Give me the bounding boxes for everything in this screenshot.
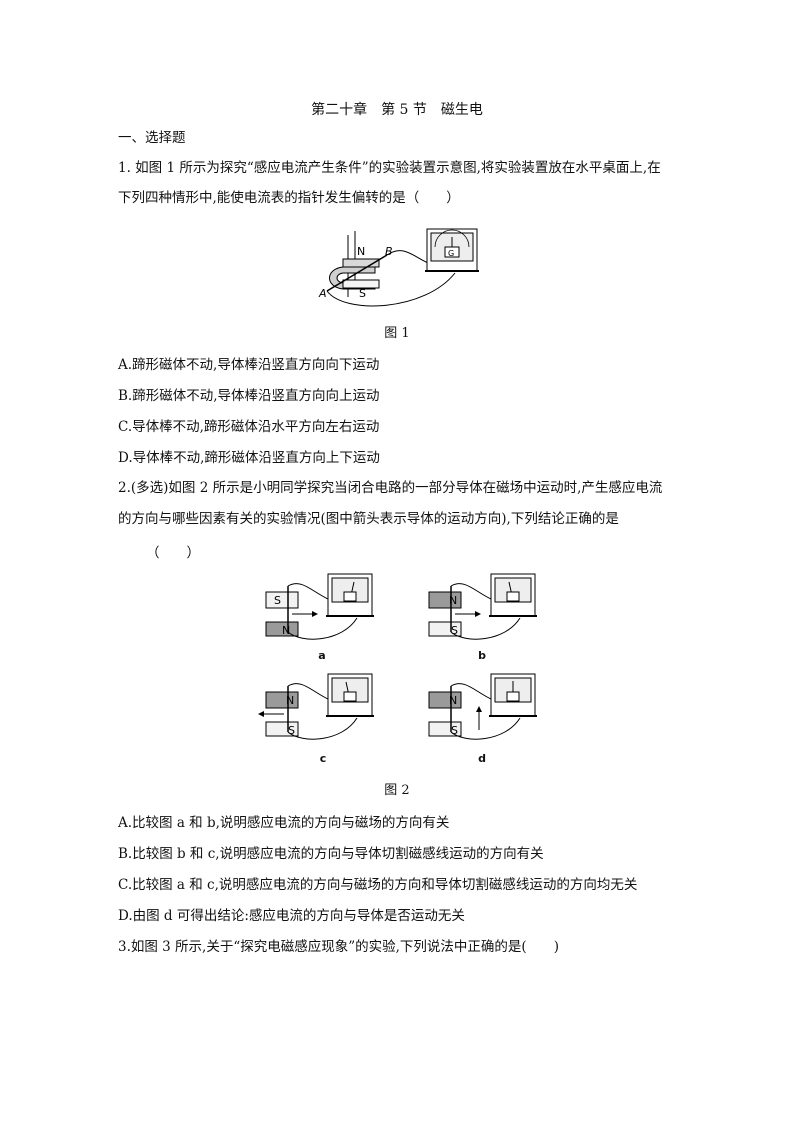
q1-option-d[interactable]: D.导体棒不动,蹄形磁体沿竖直方向上下运动	[118, 450, 380, 466]
figure-2d: N S	[428, 673, 537, 740]
fig2a-label: a	[318, 649, 326, 662]
q1-option-c[interactable]: C.导体棒不动,蹄形磁体沿水平方向左右运动	[118, 419, 380, 435]
fig2b-top-pole: N	[449, 594, 457, 607]
q3-stem-line1: 3.如图 3 所示,关于“探究电磁感应现象”的实验,下列说法中正确的是( )	[118, 939, 559, 955]
fig2d-bottom-pole: S	[451, 724, 458, 737]
fig2a-bottom-pole: N	[282, 624, 290, 637]
fig2d-label: d	[478, 752, 486, 765]
q2-option-c[interactable]: C.比较图 a 和 c,说明感应电流的方向与磁场的方向和导体切割磁感线运动的方向…	[118, 877, 638, 893]
fig2d-top-pole: N	[449, 694, 457, 707]
q2-option-b[interactable]: B.比较图 b 和 c,说明感应电流的方向与导体切割磁感线运动的方向有关	[118, 846, 544, 862]
q1-option-b[interactable]: B.蹄形磁体不动,导体棒沿竖直方向向上运动	[118, 388, 380, 404]
q1-stem-line1: 1. 如图 1 所示为探究“感应电流产生条件”的实验装置示意图,将实验装置放在水…	[118, 160, 661, 176]
fig2b-label: b	[478, 649, 486, 662]
q2-option-d[interactable]: D.由图 d 可得出结论:感应电流的方向与导体是否运动无关	[118, 908, 465, 924]
fig2c-bottom-pole: S	[288, 724, 295, 737]
fig1-a-label: A	[318, 287, 327, 300]
q1-stem-line2: 下列四种情形中,能使电流表的指针发生偏转的是（ ）	[118, 190, 460, 206]
fig2b-bottom-pole: S	[451, 624, 458, 637]
fig2a-top-pole: S	[274, 594, 281, 607]
q1-option-a[interactable]: A.蹄形磁体不动,导体棒沿竖直方向向下运动	[118, 357, 380, 373]
fig1-b-label: B	[385, 245, 393, 258]
figure-2c: N S	[258, 673, 374, 740]
figure-2-caption: 图 2	[384, 783, 410, 798]
q2-stem-line2: 的方向与哪些因素有关的实验情况(图中箭头表示导体的运动方向),下列结论正确的是	[118, 511, 619, 527]
figure-2b: N S	[428, 573, 537, 640]
page-title: 第二十章 第 5 节 磁生电	[311, 102, 483, 118]
fig2c-top-pole: N	[286, 694, 294, 707]
q2-stem-line1: 2.(多选)如图 2 所示是小明同学探究当闭合电路的一部分导体在磁场中运动时,产…	[118, 480, 663, 496]
fig1-n-label: N	[357, 245, 365, 258]
figure-1-caption: 图 1	[384, 326, 410, 341]
figure-2a: S N	[265, 573, 374, 640]
figure-1: N S A B G	[318, 228, 479, 307]
q2-stem-line3: （ ）	[146, 545, 200, 561]
fig1-s-label: S	[359, 287, 366, 300]
section-heading: 一、选择题	[118, 130, 186, 146]
q2-option-a[interactable]: A.比较图 a 和 b,说明感应电流的方向与磁场的方向有关	[118, 815, 450, 831]
fig1-meter-label: G	[448, 249, 454, 258]
fig2c-label: c	[319, 752, 327, 765]
